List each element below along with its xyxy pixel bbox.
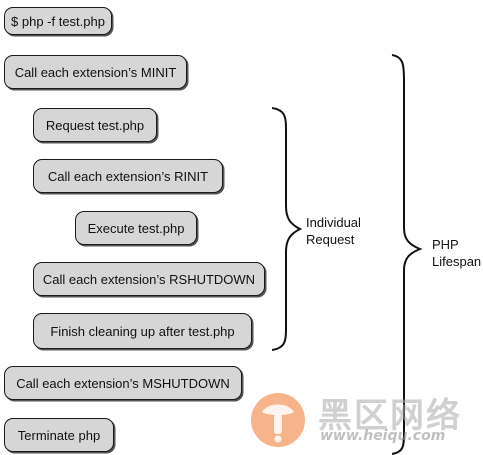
step-command: $ php -f test.php [4,7,112,35]
php-lifespan-label: PHP Lifespan [432,236,481,270]
step-rshutdown: Call each extension’s RSHUTDOWN [33,262,265,296]
step-finish: Finish cleaning up after test.php [33,313,252,349]
php-lifespan-brace [391,54,423,455]
watermark: 黑区网络 www.heiqu.com [248,388,478,450]
watermark-logo-icon [251,393,305,447]
step-mshutdown: Call each extension’s MSHUTDOWN [4,366,242,400]
step-minit: Call each extension’s MINIT [4,55,187,89]
step-terminate: Terminate php [4,418,114,452]
step-rinit: Call each extension’s RINIT [33,159,223,193]
individual-request-brace [271,107,303,351]
step-execute: Execute test.php [75,211,197,245]
individual-request-line1: Individual [306,215,361,230]
watermark-url: www.heiqu.com [320,428,446,444]
php-lifespan-line1: PHP [432,237,459,252]
individual-request-label: Individual Request [306,214,361,248]
watermark-title: 黑区网络 [318,396,462,436]
php-lifespan-line2: Lifespan [432,254,482,269]
step-request: Request test.php [33,108,157,142]
individual-request-line2: Request [306,232,355,247]
